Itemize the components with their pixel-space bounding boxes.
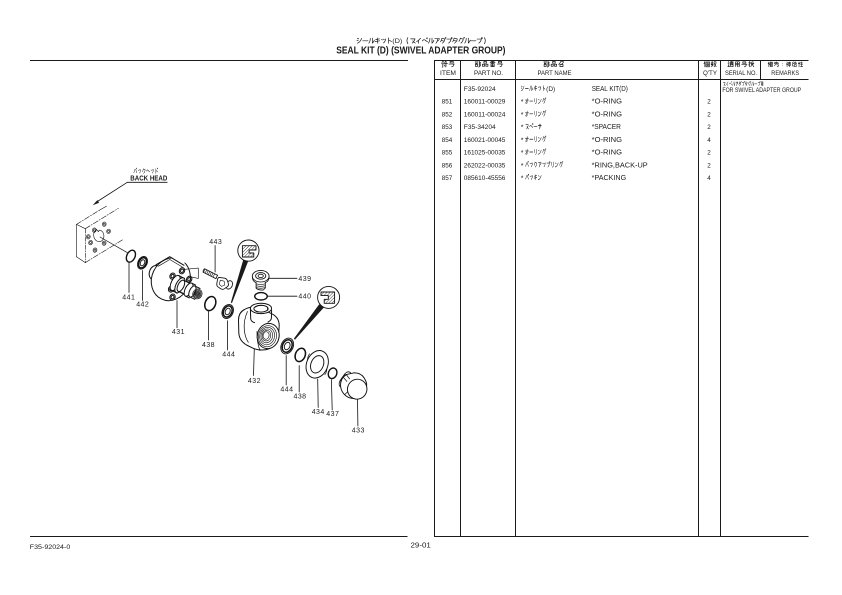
svg-text:SERIAL NO.: SERIAL NO. (725, 70, 757, 77)
svg-text:160011-00024: 160011-00024 (464, 111, 506, 118)
svg-text:SEAL KIT(D): SEAL KIT(D) (592, 86, 628, 93)
svg-text:444: 444 (222, 352, 235, 359)
svg-text:*: * (521, 99, 524, 106)
svg-text:2: 2 (707, 124, 711, 131)
svg-text:4: 4 (707, 137, 711, 144)
svg-text:440: 440 (298, 294, 311, 301)
svg-text:*: * (521, 125, 524, 132)
svg-text:438: 438 (294, 393, 307, 400)
svg-text:857: 857 (442, 175, 453, 182)
svg-text:431: 431 (172, 329, 185, 336)
svg-text:2: 2 (707, 162, 711, 169)
svg-text:442: 442 (136, 302, 149, 309)
svg-text:434: 434 (312, 409, 325, 416)
svg-text:854: 854 (442, 137, 453, 144)
svg-text:262022-00035: 262022-00035 (464, 162, 506, 169)
svg-text:*O-RING: *O-RING (592, 111, 622, 118)
svg-text:*O-RING: *O-RING (592, 99, 622, 106)
svg-text:161025-00035: 161025-00035 (464, 150, 506, 157)
svg-text:*: * (521, 112, 524, 119)
svg-text:437: 437 (326, 411, 339, 418)
svg-text:2: 2 (707, 150, 711, 157)
svg-text:*: * (521, 163, 524, 170)
svg-text:*SPACER: *SPACER (592, 124, 621, 131)
svg-text:F35-92024: F35-92024 (464, 86, 496, 93)
svg-text:852: 852 (442, 111, 453, 118)
svg-text:443: 443 (209, 239, 222, 246)
svg-text:*RING,BACK-UP: *RING,BACK-UP (592, 162, 648, 169)
svg-text:2: 2 (707, 111, 711, 118)
svg-text:SEAL KIT (D) (SWIVEL ADAPTER G: SEAL KIT (D) (SWIVEL ADAPTER GROUP) (336, 45, 505, 56)
svg-text:BACK HEAD: BACK HEAD (130, 174, 168, 183)
svg-text:(D): (D) (392, 38, 402, 45)
svg-text:439: 439 (298, 276, 311, 283)
svg-text:*: * (521, 150, 524, 157)
svg-text:433: 433 (352, 427, 365, 434)
svg-text:*O-RING: *O-RING (592, 137, 622, 144)
svg-text:4: 4 (707, 175, 711, 182)
svg-text:160021-00045: 160021-00045 (464, 137, 506, 144)
svg-text:Q'TY: Q'TY (703, 70, 718, 77)
svg-text:441: 441 (122, 294, 135, 301)
svg-text:*: * (521, 137, 524, 144)
svg-text:ITEM: ITEM (440, 70, 456, 77)
svg-text:160011-00029: 160011-00029 (464, 99, 506, 106)
svg-text:*: * (521, 176, 524, 183)
svg-text:085610-45556: 085610-45556 (464, 175, 506, 182)
svg-text:PART NAME: PART NAME (538, 70, 572, 77)
svg-text:F35-92024-0: F35-92024-0 (30, 544, 71, 551)
svg-text:438: 438 (202, 342, 215, 349)
svg-text:PART NO.: PART NO. (474, 70, 503, 77)
svg-text:(D): (D) (546, 86, 555, 93)
svg-text:2: 2 (707, 99, 711, 106)
svg-text:FOR SWIVEL ADAPTER GROUP: FOR SWIVEL ADAPTER GROUP (722, 87, 801, 94)
svg-text:29-01: 29-01 (411, 541, 431, 550)
svg-text:856: 856 (442, 162, 453, 169)
svg-text:F35-34204: F35-34204 (464, 124, 496, 131)
svg-text:REMARKS: REMARKS (771, 70, 799, 77)
svg-text:444: 444 (280, 387, 293, 394)
svg-text:*O-RING: *O-RING (592, 150, 622, 157)
svg-text:*PACKING: *PACKING (592, 175, 627, 182)
svg-text:855: 855 (442, 150, 453, 157)
svg-text:851: 851 (442, 99, 453, 106)
svg-text:432: 432 (248, 378, 261, 385)
svg-text:853: 853 (442, 124, 453, 131)
